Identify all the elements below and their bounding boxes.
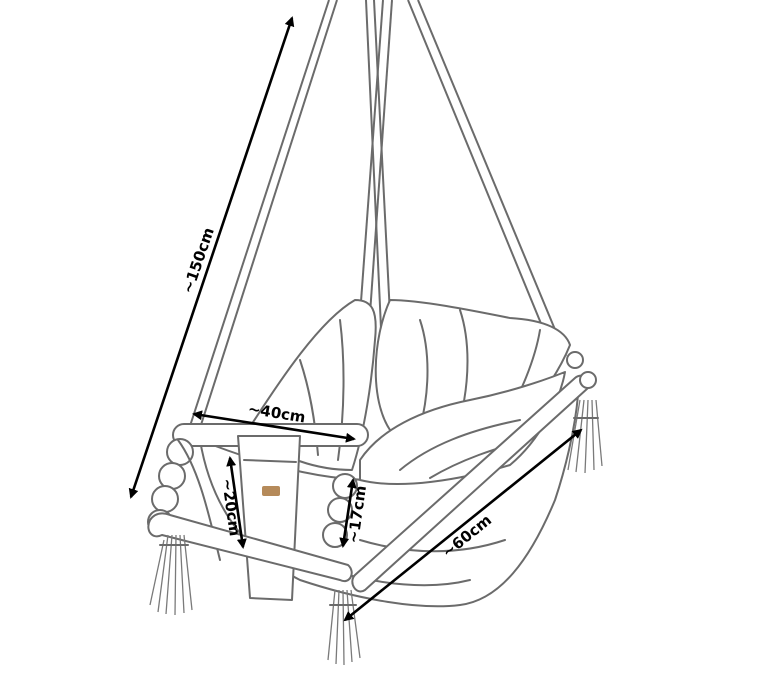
crotch-strap bbox=[237, 435, 301, 601]
brand-logo-icon bbox=[262, 486, 280, 496]
dimension-label-height: ~150cm bbox=[179, 225, 218, 296]
tassel-front bbox=[327, 589, 361, 666]
tassel-left bbox=[149, 534, 193, 616]
